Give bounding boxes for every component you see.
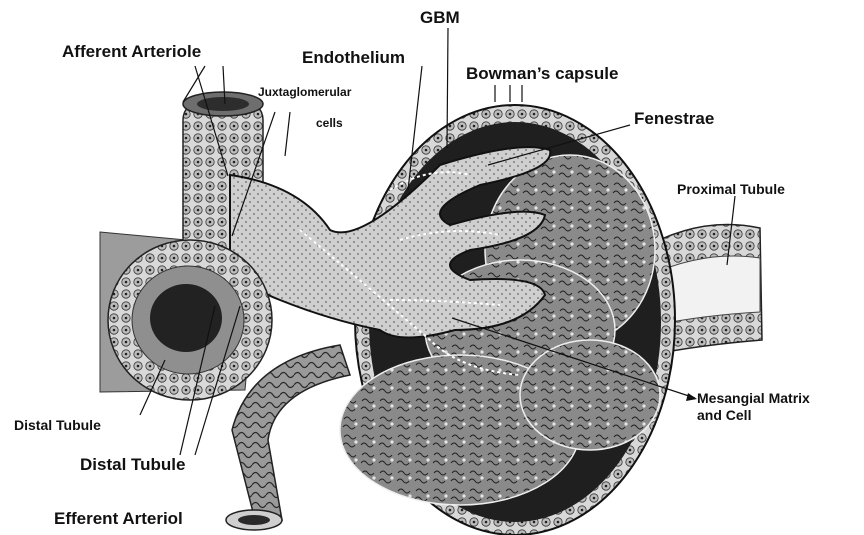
fenestrae-label: Fenestrae bbox=[634, 110, 714, 129]
proximal-tubule-label: Proximal Tubule bbox=[677, 182, 785, 197]
afferent-arteriole-label: Afferent Arteriole bbox=[62, 43, 201, 62]
mesangial-arrowhead bbox=[686, 393, 697, 401]
bowmans-capsule-label: Bowman’s capsule bbox=[466, 65, 618, 84]
mesangial-cell-label: and Cell bbox=[697, 408, 751, 423]
mesangial-matrix-label: Mesangial Matrix bbox=[697, 391, 810, 406]
distal-tubule-large-label: Distal Tubule bbox=[80, 456, 185, 475]
distal-tubule-shape bbox=[108, 240, 272, 400]
distal-tubule-small-label: Distal Tubule bbox=[14, 418, 101, 433]
juxtaglomerular-label-line1: Juxtaglomerular bbox=[258, 86, 351, 99]
gbm-label: GBM bbox=[420, 9, 460, 28]
juxtaglomerular-label-line2: cells bbox=[316, 117, 343, 130]
efferent-arteriole-label: Efferent Arteriol bbox=[54, 510, 183, 529]
endothelium-label: Endothelium bbox=[302, 49, 405, 68]
